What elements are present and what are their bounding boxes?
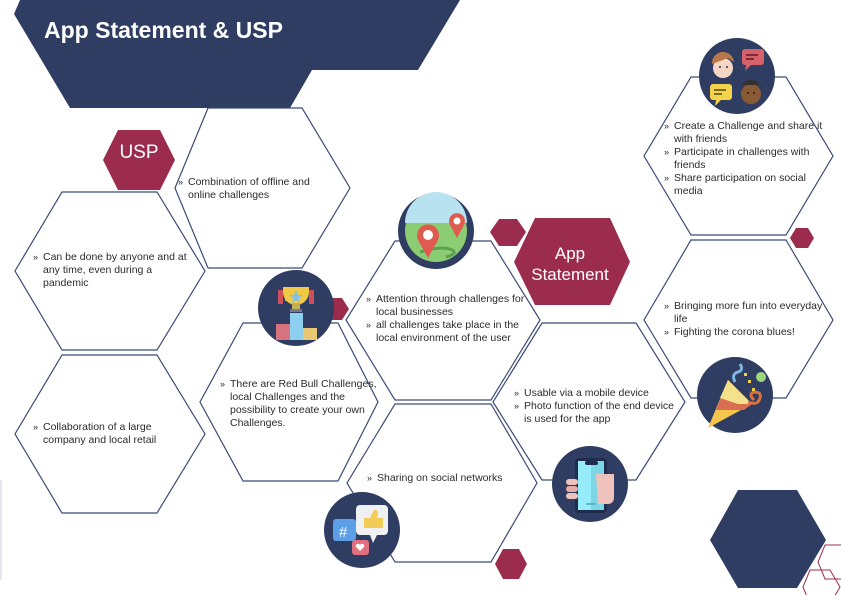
bullet-item: Attention through challenges for local b… (366, 293, 531, 319)
hex-text-anyone: Can be done by anyone and at any time, e… (33, 251, 193, 290)
hex-outline-redbull (199, 322, 379, 482)
app-statement-badge-hex (514, 218, 630, 305)
trophy-icon (258, 270, 334, 346)
decorative-outline-hex (802, 569, 841, 595)
page-title: App Statement & USP (44, 17, 283, 43)
party-popper-icon (697, 357, 773, 433)
social-media-icon: # (324, 492, 400, 568)
friends-chat-icon (699, 38, 775, 114)
hex-text-create: Create a Challenge and share it with fri… (664, 120, 824, 198)
hex-text-attention: Attention through challenges for local b… (366, 293, 531, 345)
header-banner (14, 0, 460, 108)
hex-outline-create (643, 76, 834, 236)
svg-text:#: # (339, 524, 348, 541)
hex-outline-combination (174, 107, 351, 269)
bullet-item: Share participation on social media (664, 172, 824, 198)
usp-badge-hex (103, 130, 175, 190)
hex-text-usable: Usable via a mobile device Photo functio… (514, 387, 679, 426)
app-statement-badge-label: App Statement (510, 243, 630, 285)
bullet-item: Participate in challenges with friends (664, 146, 824, 172)
hex-outline-anyone (14, 191, 206, 351)
hex-text-redbull: There are Red Bull Challenges, local Cha… (220, 378, 380, 430)
bullet-item: all challenges take place in the local e… (366, 319, 531, 345)
hex-outline-sharing (346, 403, 538, 563)
bullet-item: Create a Challenge and share it with fri… (664, 120, 824, 146)
bullet-item: Combination of offline and online challe… (178, 176, 338, 202)
bullet-item: Photo function of the end device is used… (514, 400, 679, 426)
bullet-item: Fighting the corona blues! (664, 326, 824, 339)
usp-badge-label: USP (119, 142, 159, 163)
hex-outline-usable (492, 322, 686, 481)
accent-hex-small (495, 549, 527, 579)
hex-outline-attention (345, 240, 541, 401)
hex-text-sharing: Sharing on social networks (367, 472, 532, 485)
map-pin-icon (398, 192, 474, 269)
decorative-outline-hex (817, 544, 841, 580)
hex-text-combination: Combination of offline and online challe… (178, 176, 338, 202)
bullet-item: Can be done by anyone and at any time, e… (33, 251, 193, 290)
bullet-item: Bringing more fun into everyday life (664, 300, 824, 326)
hex-outline-collaboration (14, 354, 206, 514)
hex-text-collaboration: Collaboration of a large company and loc… (33, 421, 183, 447)
app-statement-line2: Statement (531, 265, 609, 284)
bullet-item: There are Red Bull Challenges, local Cha… (220, 378, 380, 430)
bullet-item: Collaboration of a large company and loc… (33, 421, 183, 447)
accent-hex-small (790, 228, 814, 248)
hex-text-fun: Bringing more fun into everyday life Fig… (664, 300, 824, 339)
bullet-item: Usable via a mobile device (514, 387, 679, 400)
smartphone-hand-icon (552, 446, 628, 522)
accent-hex-small (490, 219, 526, 246)
bullet-item: Sharing on social networks (367, 472, 532, 485)
app-statement-line1: App (554, 244, 586, 263)
hex-outline-fun (643, 239, 834, 399)
decorative-navy-hex (710, 490, 826, 588)
